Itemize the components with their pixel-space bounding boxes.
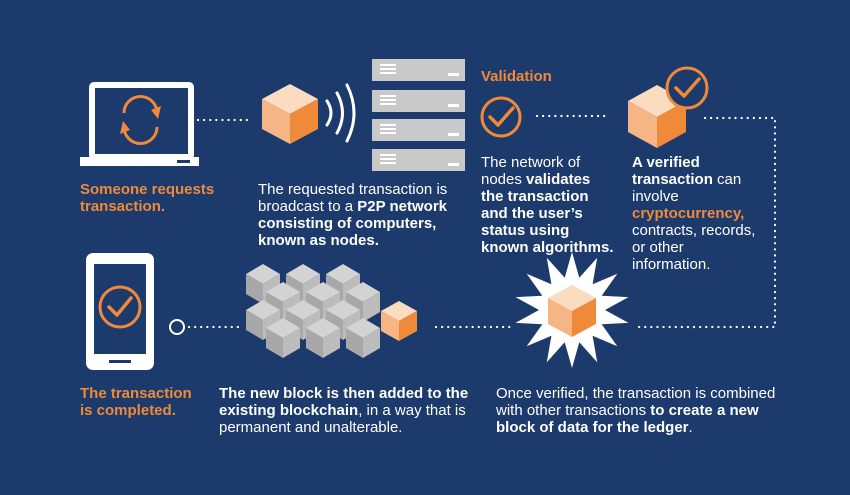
verified-cube-icon xyxy=(628,66,709,148)
laptop-sync-icon xyxy=(80,82,199,166)
validation-title: Validation xyxy=(481,68,552,85)
broadcast-waves-icon xyxy=(325,83,356,143)
new-block-description: Once verified, the transaction is combin… xyxy=(496,385,776,436)
phone-check-icon xyxy=(86,253,154,370)
server-unit xyxy=(372,119,465,141)
server-unit xyxy=(372,90,465,112)
validation-description: The network of nodes validates the trans… xyxy=(481,154,614,256)
new-chain-block xyxy=(381,301,417,341)
completed-caption: The transaction is completed. xyxy=(80,385,192,419)
server-unit xyxy=(372,59,465,81)
broadcast-description: The requested transaction is broadcast t… xyxy=(258,181,448,249)
check-circle-icon xyxy=(480,96,522,138)
server-stack-icon xyxy=(372,59,465,171)
verified-description: A verified transaction can involve crypt… xyxy=(632,154,756,273)
connector-lines xyxy=(187,114,777,329)
blockchain-blocks-icon xyxy=(246,264,417,358)
orange-cube-icon xyxy=(262,84,318,144)
server-unit xyxy=(372,149,465,171)
added-description: The new block is then added to the exist… xyxy=(219,385,469,436)
connector-end-circle xyxy=(169,319,185,335)
request-caption: Someone requests transaction. xyxy=(80,181,215,215)
new-block-burst-icon xyxy=(515,252,629,368)
